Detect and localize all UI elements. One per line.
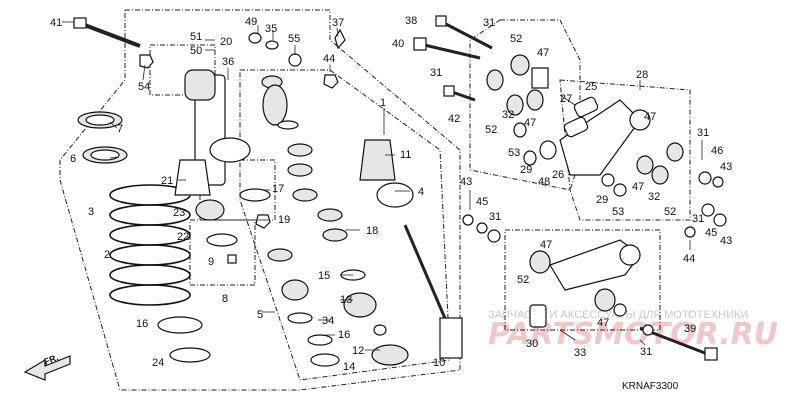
callout: 31 bbox=[697, 127, 709, 139]
callout: 25 bbox=[585, 81, 597, 93]
callout: 52 bbox=[510, 33, 522, 45]
callout: 38 bbox=[405, 15, 417, 27]
callout: 9 bbox=[208, 256, 214, 268]
callout: 15 bbox=[318, 270, 330, 282]
callout: 6 bbox=[70, 153, 76, 165]
callout: 5 bbox=[257, 309, 263, 321]
callout: 12 bbox=[352, 345, 364, 357]
callout: 32 bbox=[648, 191, 660, 203]
callout: 23 bbox=[173, 207, 185, 219]
callout: 43 bbox=[720, 161, 732, 173]
callout: 55 bbox=[288, 33, 300, 45]
callout: 36 bbox=[222, 56, 234, 68]
callout: 48 bbox=[538, 176, 550, 188]
callout: 4 bbox=[418, 186, 424, 198]
callout: 2 bbox=[104, 249, 110, 261]
callout: 11 bbox=[400, 149, 411, 161]
callout: 19 bbox=[278, 214, 290, 226]
leader-lines bbox=[62, 21, 703, 360]
callout: 8 bbox=[222, 293, 228, 305]
callout: 33 bbox=[574, 347, 586, 359]
callout: 3 bbox=[88, 206, 94, 218]
callout: 47 bbox=[597, 317, 609, 329]
callout: 47 bbox=[540, 239, 552, 251]
callout: 50 bbox=[190, 45, 202, 57]
callout: 24 bbox=[152, 357, 164, 369]
callout: 18 bbox=[366, 225, 378, 237]
diagram-code: KRNAF3300 bbox=[622, 381, 679, 392]
callout: 26 bbox=[552, 169, 564, 181]
callouts: 41 49 35 37 38 31 51 20 50 40 52 47 55 3… bbox=[50, 15, 732, 373]
callout: 47 bbox=[537, 47, 549, 59]
callout: 35 bbox=[265, 23, 277, 35]
callout: 17 bbox=[272, 183, 284, 195]
callout: 31 bbox=[430, 67, 442, 79]
callout: 41 bbox=[50, 17, 62, 29]
callout: 43 bbox=[720, 235, 732, 247]
callout: 53 bbox=[508, 147, 520, 159]
callout: 52 bbox=[485, 124, 497, 136]
callout: 22 bbox=[177, 231, 189, 243]
callout: 45 bbox=[476, 196, 488, 208]
callout: 44 bbox=[683, 253, 695, 265]
callout: 46 bbox=[711, 145, 723, 157]
callout: 45 bbox=[705, 227, 717, 239]
callout: 47 bbox=[644, 111, 656, 123]
callout: 16 bbox=[136, 318, 148, 330]
callout: 47 bbox=[524, 117, 536, 129]
callout: 49 bbox=[245, 16, 257, 28]
callout: 51 bbox=[190, 31, 202, 43]
callout: 29 bbox=[520, 164, 532, 176]
callout: 34 bbox=[322, 315, 334, 327]
callout: 43 bbox=[460, 176, 472, 188]
callout: 54 bbox=[138, 81, 150, 93]
callout: 10 bbox=[433, 357, 445, 369]
callout: 30 bbox=[526, 338, 538, 350]
callout: 28 bbox=[636, 69, 648, 81]
callout: 1 bbox=[380, 97, 386, 109]
callout: 40 bbox=[392, 38, 404, 50]
callout: 53 bbox=[612, 206, 624, 218]
callout: 31 bbox=[483, 17, 495, 29]
callout: 16 bbox=[338, 329, 350, 341]
callout: 20 bbox=[220, 36, 232, 48]
callout: 32 bbox=[502, 109, 514, 121]
parts bbox=[23, 15, 727, 381]
callout: 31 bbox=[640, 346, 652, 358]
callout: 21 bbox=[161, 175, 173, 187]
callout: 13 bbox=[340, 294, 352, 306]
callout: 31 bbox=[692, 213, 704, 225]
callout: 39 bbox=[684, 323, 696, 335]
callout: 44 bbox=[323, 53, 335, 65]
callout: 47 bbox=[632, 181, 644, 193]
callout: 29 bbox=[596, 194, 608, 206]
callout: 52 bbox=[517, 274, 529, 286]
callout: 7 bbox=[117, 123, 123, 135]
callout: 31 bbox=[489, 211, 501, 223]
callout: 27 bbox=[560, 93, 572, 105]
callout: 42 bbox=[448, 113, 460, 125]
callout: 14 bbox=[343, 361, 355, 373]
callout: 37 bbox=[332, 17, 344, 29]
callout: 52 bbox=[664, 206, 676, 218]
